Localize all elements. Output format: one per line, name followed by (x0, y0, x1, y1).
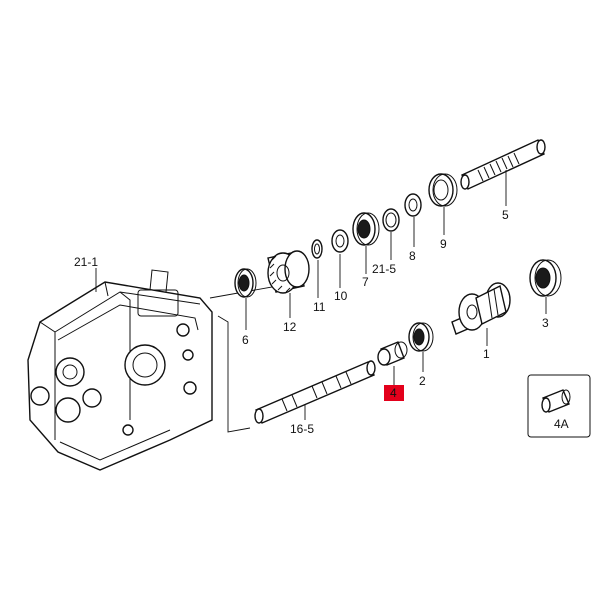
part-12-cluster-gear[interactable] (267, 250, 310, 294)
callout-10: 10 (334, 289, 348, 303)
part-6-bearing[interactable] (234, 268, 257, 298)
inset-4a-box[interactable] (527, 374, 591, 438)
part-5-splined-shaft[interactable] (460, 139, 546, 190)
callout-12: 12 (283, 320, 297, 334)
gearbox-housing[interactable] (27, 269, 213, 471)
part-4-needle-bearing[interactable] (377, 341, 408, 366)
highlight-marker-4[interactable] (384, 385, 404, 401)
callout-7: 7 (362, 275, 369, 289)
callout-21-5: 21-5 (372, 262, 396, 276)
callout-5: 5 (502, 208, 509, 222)
part-21-5-circlip[interactable] (382, 208, 400, 232)
callout-8: 8 (409, 249, 416, 263)
callout-3: 3 (542, 316, 549, 330)
part-9-oil-seal[interactable] (428, 173, 458, 207)
part-10-washer[interactable] (331, 229, 349, 253)
callout-21-1: 21-1 (74, 255, 98, 269)
callout-6: 6 (242, 333, 249, 347)
callout-4A: 4A (554, 417, 569, 431)
callout-11: 11 (313, 300, 326, 314)
part-2-bearing[interactable] (408, 322, 434, 352)
housing-bracket-line (217, 315, 251, 433)
callout-16-5: 16-5 (290, 422, 314, 436)
part-16-5-shaft[interactable] (254, 360, 376, 424)
part-3-bearing[interactable] (529, 259, 562, 297)
part-11-snap-ring[interactable] (311, 239, 323, 259)
callout-9: 9 (440, 237, 447, 251)
part-1-gear-shaft[interactable] (451, 282, 511, 335)
part-8-washer[interactable] (404, 193, 422, 217)
callout-2: 2 (419, 374, 426, 388)
part-7-bearing[interactable] (352, 212, 380, 246)
callout-1: 1 (483, 347, 490, 361)
callout-4: 4 (390, 386, 397, 400)
